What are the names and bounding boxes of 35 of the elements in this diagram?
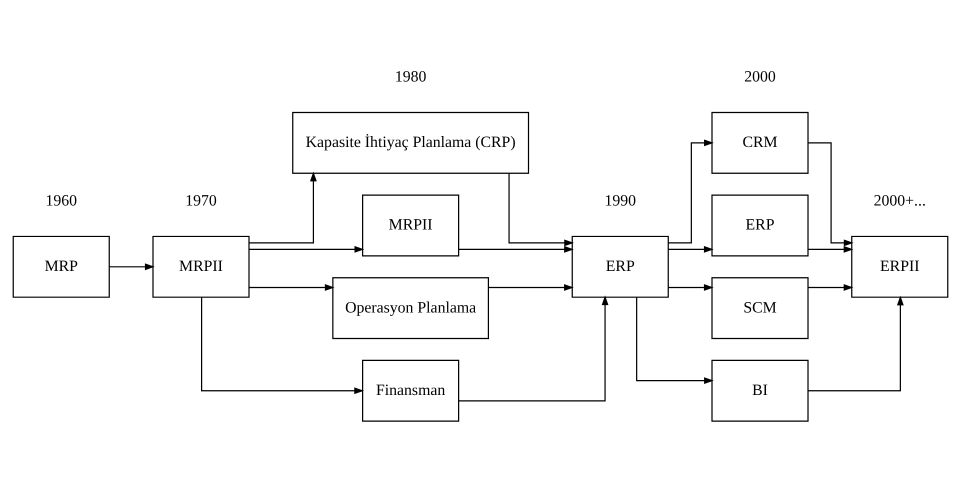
arrow	[808, 245, 854, 252]
arrow	[808, 284, 854, 290]
arrow	[249, 284, 335, 290]
node-box: SCM	[711, 276, 809, 339]
arrow	[488, 284, 574, 290]
arrow	[201, 296, 364, 394]
node-box: ERPII	[851, 235, 948, 298]
node-box: ERP	[572, 235, 669, 298]
arrow	[668, 138, 714, 243]
arrow	[458, 294, 608, 401]
arrow	[636, 296, 714, 384]
label: 2000+...	[874, 192, 926, 209]
label: 1990	[604, 192, 636, 209]
node-box: MRPII	[362, 194, 460, 256]
node-box: Operasyon Planlama	[332, 276, 489, 339]
node-box: ERP	[711, 194, 809, 256]
node-box: BI	[711, 359, 809, 422]
arrow	[668, 245, 714, 252]
node-box: MRP	[12, 235, 110, 298]
arrow	[249, 171, 317, 243]
label: 2000	[744, 68, 776, 85]
arrow	[249, 245, 364, 252]
node-box: CRM	[711, 111, 809, 174]
label: 1960	[45, 192, 78, 209]
arrow	[508, 172, 574, 246]
arrow	[109, 262, 155, 270]
arrow	[668, 284, 714, 290]
arrow	[808, 142, 854, 246]
arrow	[808, 295, 904, 391]
arrow	[458, 245, 574, 252]
node-box: MRPII	[152, 235, 250, 298]
label: 1970	[185, 192, 217, 209]
label: 1980	[394, 68, 426, 85]
node-box: Finansman	[362, 359, 460, 422]
node-box: Kapasite İhtiyaç Planlama (CRP)	[292, 111, 530, 174]
